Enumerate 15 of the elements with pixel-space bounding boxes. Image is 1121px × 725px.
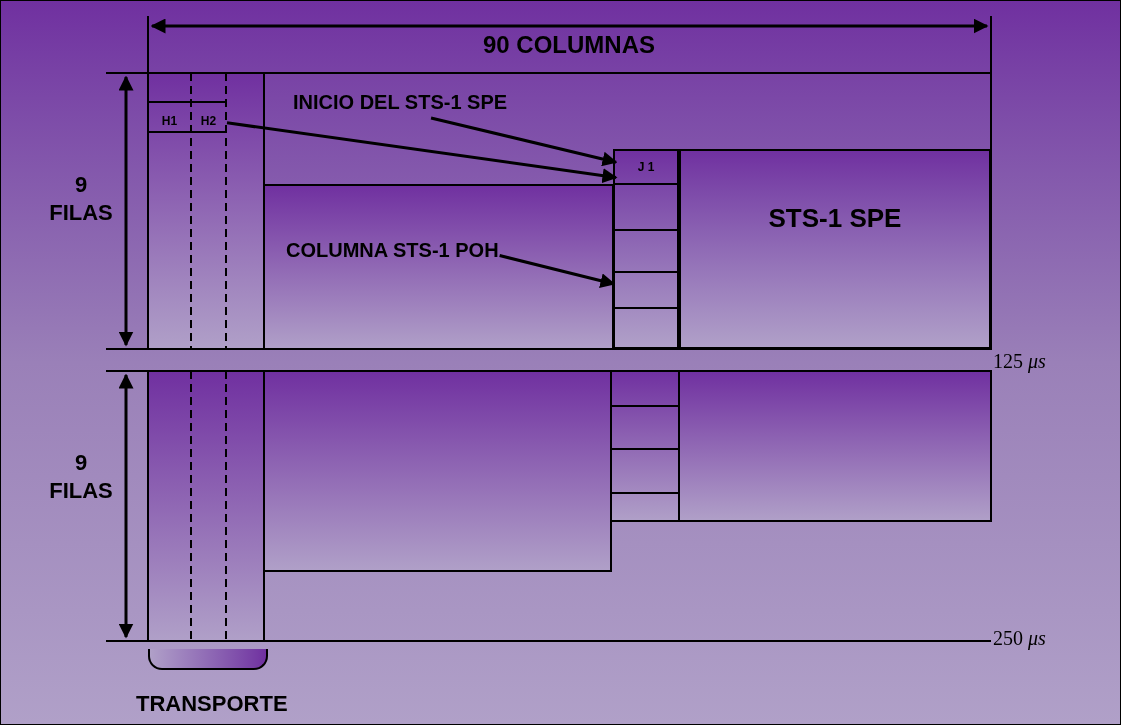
bracket-label: TRANSPORTE — [136, 690, 288, 718]
arrow — [226, 121, 618, 184]
dimension-label: 90 COLUMNAS — [482, 30, 656, 60]
callout-text: INICIO DEL STS-1 SPE — [293, 87, 508, 117]
poh-column — [613, 149, 679, 349]
time-label: 250 μs — [993, 626, 1047, 652]
arrow — [430, 116, 618, 167]
payload-box: STS-1 SPE — [679, 149, 991, 349]
dimension-label: 9 FILAS — [48, 449, 114, 505]
overhead-byte-cell: H1 — [148, 101, 191, 133]
dimension-label: 9 FILAS — [48, 171, 114, 227]
j1-byte-cell: J 1 — [615, 151, 677, 185]
time-label: 125 μs — [993, 349, 1047, 375]
overhead-byte-cell: H2 — [191, 101, 226, 133]
callout-text: COLUMNA STS-1 POH — [286, 235, 499, 265]
